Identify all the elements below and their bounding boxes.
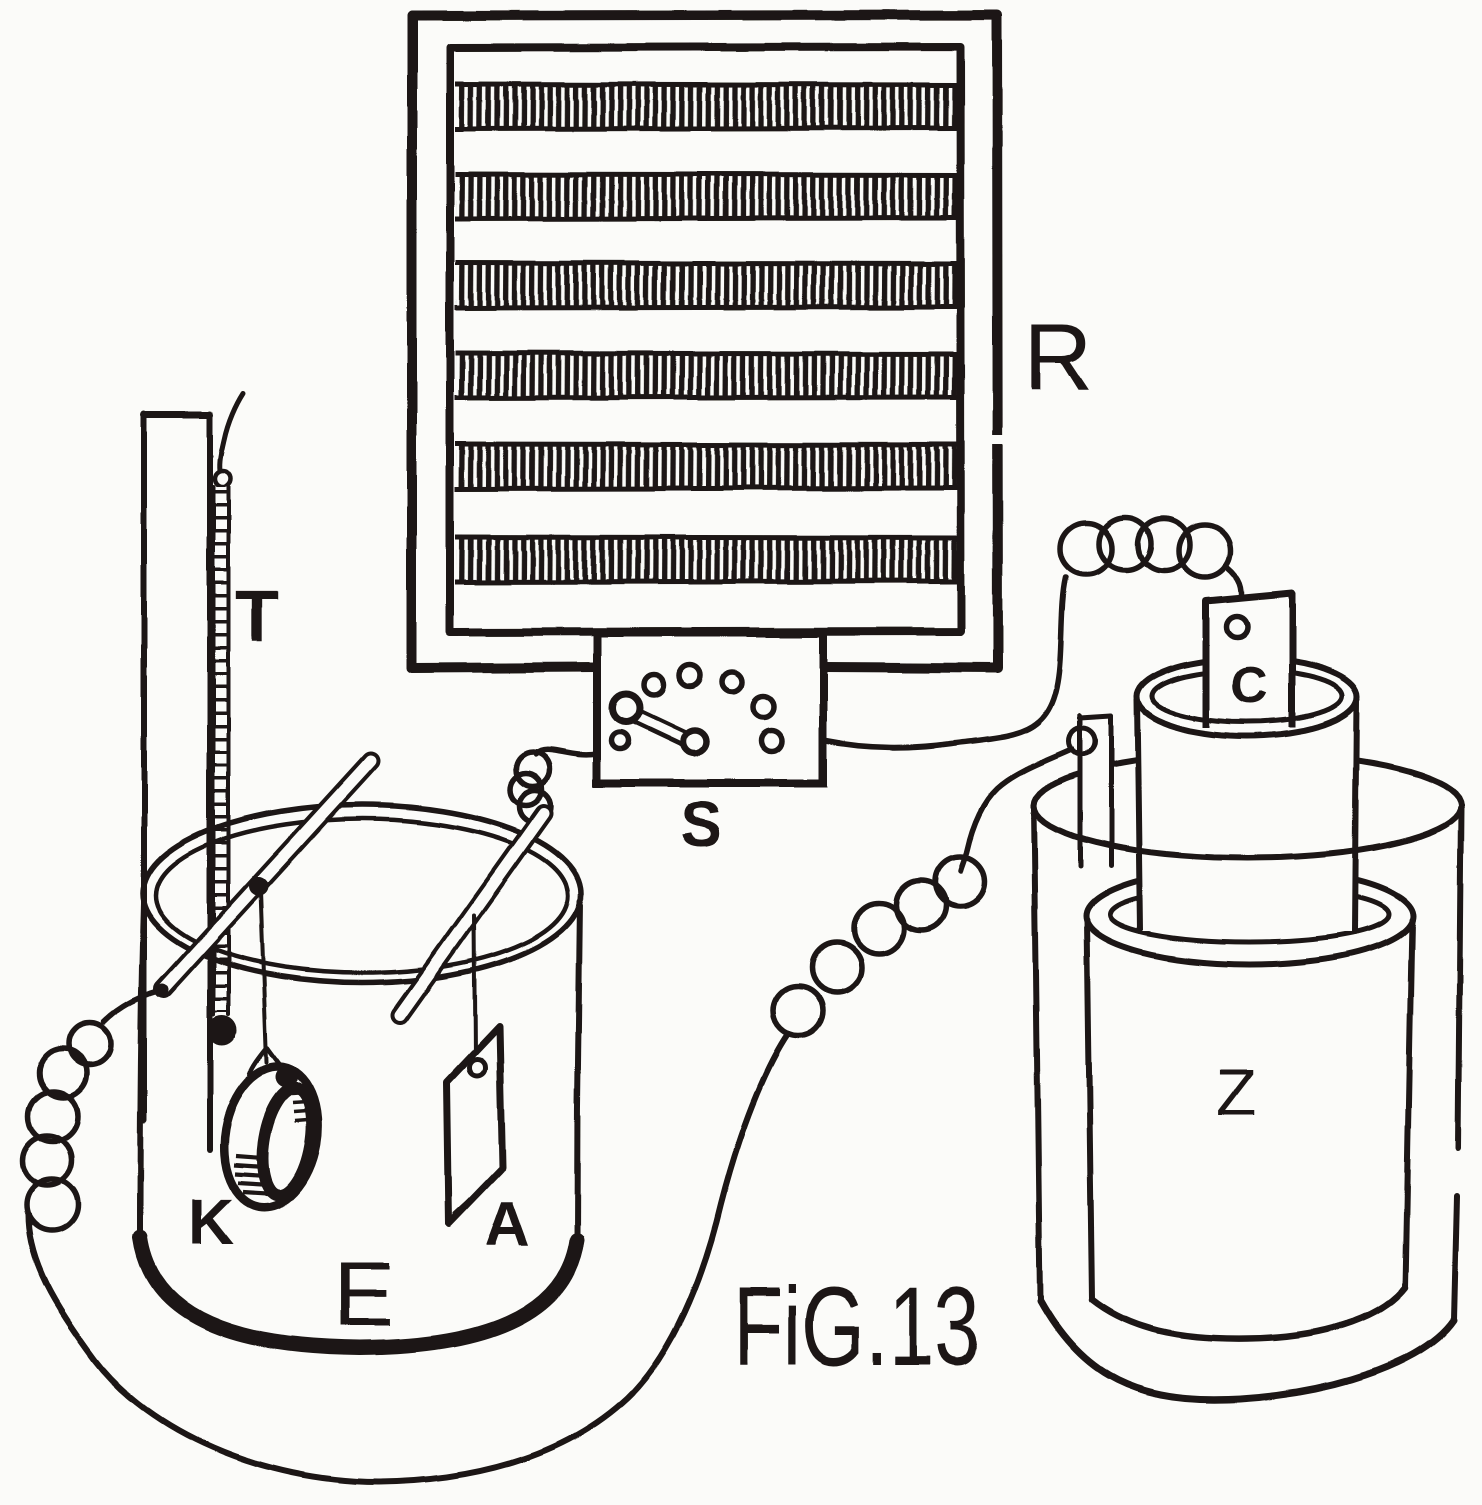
svg-text:E: E [333, 1244, 394, 1346]
svg-text:FiG.13: FiG.13 [733, 1264, 980, 1389]
svg-text:Z: Z [1216, 1055, 1256, 1129]
svg-text:S: S [680, 788, 723, 860]
svg-text:T: T [235, 577, 279, 657]
svg-text:C: C [1230, 657, 1268, 715]
svg-text:R: R [1024, 304, 1093, 411]
svg-text:K: K [188, 1186, 234, 1258]
svg-text:A: A [484, 1188, 530, 1260]
